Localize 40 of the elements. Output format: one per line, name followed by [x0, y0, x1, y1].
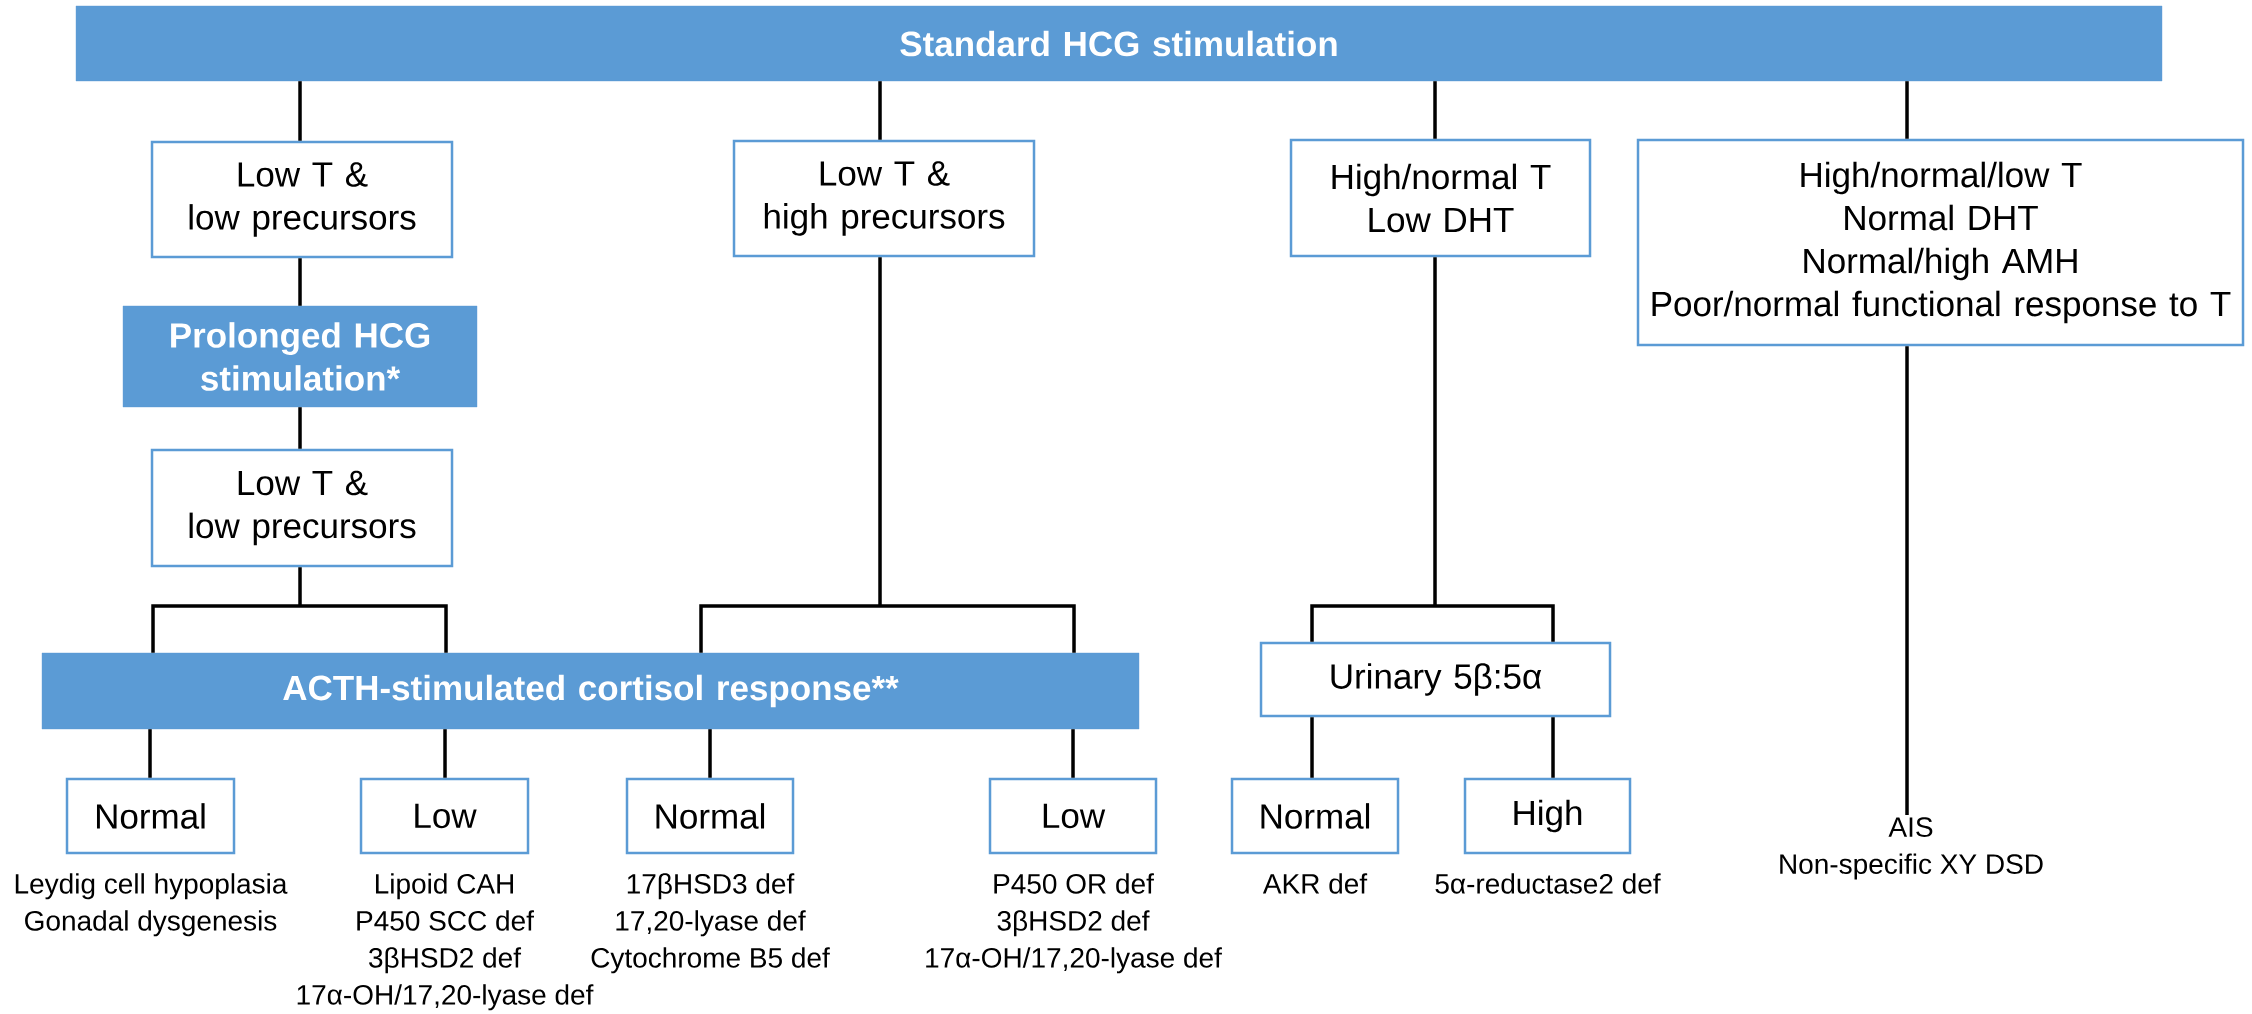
connector-line — [443, 729, 447, 778]
result-box: Low — [359, 777, 530, 855]
node-label: Lipoid CAH — [375, 873, 513, 900]
connector-line — [1310, 255, 1555, 644]
result-box: Low — [988, 777, 1158, 855]
result-box: Normal — [65, 777, 236, 855]
connector-line — [1905, 81, 1909, 139]
result-box: Normal — [1230, 777, 1400, 855]
connector-line — [148, 729, 152, 778]
result-box: High/normal/low T Normal DHT Normal/high AMH Poor/normal functional response to T — [1636, 138, 2245, 347]
diagnosis-list: Leydig cell hypoplasia Gonadal dysgenesis — [15, 873, 288, 937]
node-label: 17α-OH/17,20-lyase def — [297, 984, 594, 1011]
connector-line — [878, 81, 882, 140]
result-box: Low T & high precursors — [732, 139, 1036, 258]
connector-line — [1551, 717, 1555, 778]
result-box: Normal — [625, 777, 795, 855]
node-label: P450 SCC def — [357, 910, 534, 931]
connector-line — [298, 407, 302, 449]
diagnosis-list: 5α-reductase2 def — [1435, 873, 1661, 894]
diagnosis-list: P450 OR def 3βHSD2 def 17α-OH/17,20-lyase def — [926, 873, 1222, 974]
test-bar: Prolonged HCG stimulation* — [122, 305, 478, 408]
diagnosis-text: AIS Non-specific XY DSD — [1780, 817, 2043, 880]
result-box: Low T & low precursors — [150, 140, 454, 259]
test-bar: ACTH-stimulated cortisol response** — [41, 652, 1140, 730]
connector-line — [1433, 81, 1437, 139]
connector-line — [298, 81, 302, 141]
result-box: Low T & low precursors — [150, 448, 454, 568]
diagnosis-list: AKR def — [1262, 873, 1368, 894]
test-bar: Standard HCG stimulation — [75, 5, 2163, 82]
connector-line — [1071, 729, 1075, 778]
node-label: 3βHSD2 def — [369, 947, 522, 974]
connector-line — [151, 565, 448, 655]
connector-line — [699, 255, 1076, 655]
result-box: High/normal T Low DHT — [1289, 138, 1592, 258]
result-box: Urinary 5β:5α — [1259, 641, 1612, 718]
connector-line — [708, 729, 712, 778]
connector-line — [298, 258, 302, 306]
connector-line — [1310, 717, 1314, 778]
result-box: High — [1463, 777, 1632, 855]
connector-line — [1905, 346, 1909, 815]
